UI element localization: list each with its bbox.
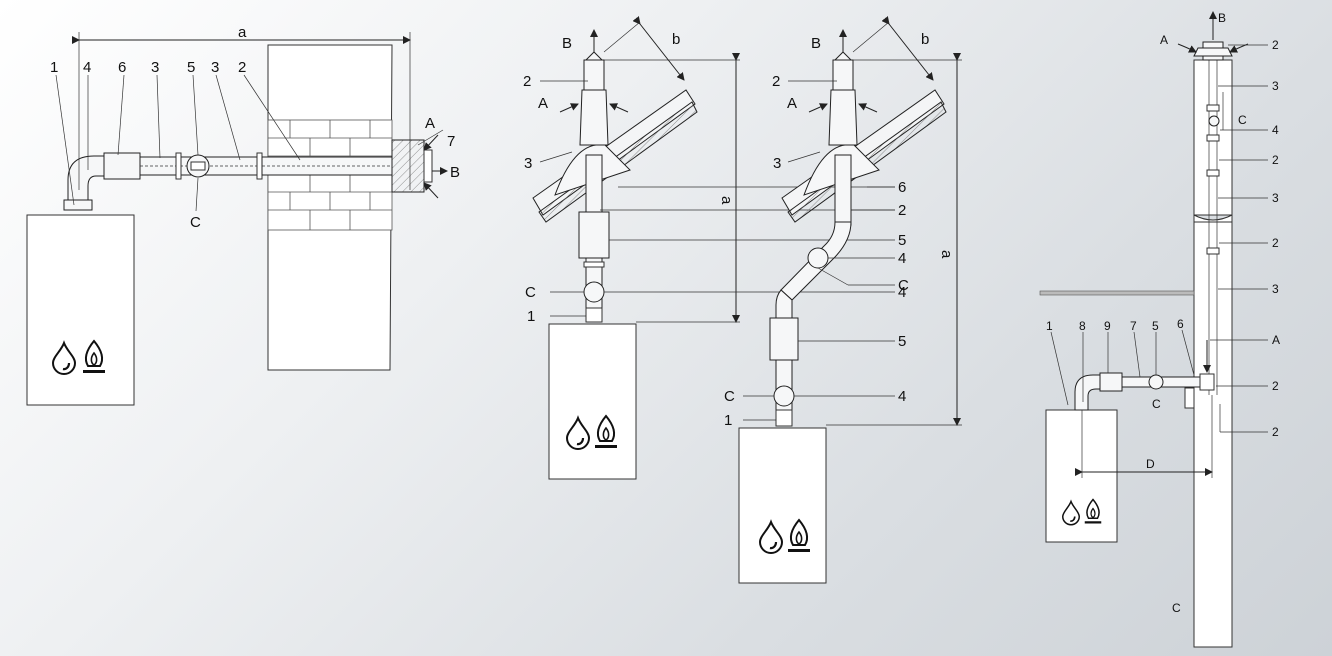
right-label-3b: 3 xyxy=(1272,191,1279,205)
label-5: 5 xyxy=(1152,319,1159,333)
label-B: B xyxy=(450,164,460,181)
label-A: A xyxy=(787,95,797,112)
label-4: 4 xyxy=(83,59,91,76)
dim-label-D: D xyxy=(1146,457,1155,471)
label-5: 5 xyxy=(898,333,906,350)
label-7: 7 xyxy=(447,133,455,150)
label-C: C xyxy=(525,284,536,301)
label-2: 2 xyxy=(238,59,246,76)
right-label-2c: 2 xyxy=(1272,236,1279,250)
label-2: 2 xyxy=(523,73,531,90)
label-4: 4 xyxy=(898,284,906,301)
roof-terminal xyxy=(579,89,609,146)
dim-label-b: b xyxy=(921,31,929,48)
label-B: B xyxy=(562,35,572,52)
label-3b: 3 xyxy=(211,59,219,76)
shaft-lower xyxy=(1193,221,1233,648)
label-6: 6 xyxy=(898,179,906,196)
label-2b: 2 xyxy=(898,202,906,219)
label-3: 3 xyxy=(773,155,781,172)
dim-label-a: a xyxy=(718,196,735,205)
label-B: B xyxy=(811,35,821,52)
boiler-body xyxy=(548,323,637,480)
diagram-horizontal-wall: a 1 4 6 3 5 3 2 A 7 B C xyxy=(26,24,460,406)
boiler-body xyxy=(1045,409,1118,543)
dimension-b xyxy=(632,16,685,81)
label-7: 7 xyxy=(1130,319,1137,333)
label-C-bottom: C xyxy=(1172,601,1181,615)
dim-label-a: a xyxy=(938,250,955,259)
right-label-2: 2 xyxy=(1272,38,1279,52)
label-6: 6 xyxy=(1177,317,1184,331)
label-1: 1 xyxy=(724,412,732,429)
diagram-offset-roof: a b B 2 A 3 4 C 5 C 4 1 xyxy=(724,16,962,584)
right-label-3: 3 xyxy=(1272,79,1279,93)
label-3: 3 xyxy=(151,59,159,76)
boiler-body xyxy=(738,427,827,584)
roof-terminal xyxy=(828,89,858,146)
label-5: 5 xyxy=(187,59,195,76)
label-5: 5 xyxy=(898,232,906,249)
label-C: C xyxy=(1152,397,1161,411)
label-1: 1 xyxy=(50,59,58,76)
pipe-section xyxy=(103,152,141,180)
right-label-2b: 2 xyxy=(1272,153,1279,167)
label-A: A xyxy=(1160,33,1168,47)
label-9: 9 xyxy=(1104,319,1111,333)
label-A: A xyxy=(425,115,435,132)
dim-label-b: b xyxy=(672,31,680,48)
label-1: 1 xyxy=(1046,319,1053,333)
label-2: 2 xyxy=(772,73,780,90)
wall-terminal xyxy=(391,139,425,193)
right-label-2d: 2 xyxy=(1272,379,1279,393)
roof xyxy=(781,89,945,216)
label-A: A xyxy=(538,95,548,112)
dimension-b xyxy=(881,16,934,81)
right-label-3c: 3 xyxy=(1272,282,1279,296)
right-label-2e: 2 xyxy=(1272,425,1279,439)
right-label-A: A xyxy=(1272,333,1280,347)
label-B: B xyxy=(1218,11,1226,25)
right-label-C: C xyxy=(1238,113,1247,127)
right-label-4: 4 xyxy=(1272,123,1279,137)
label-6: 6 xyxy=(118,59,126,76)
label-8: 8 xyxy=(1079,319,1086,333)
label-C: C xyxy=(898,277,909,294)
label-1: 1 xyxy=(527,308,535,325)
label-4: 4 xyxy=(898,250,906,267)
boiler-connector xyxy=(63,199,93,211)
diagram-chimney-shaft: D B A 2 3 C 4 2 3 2 xyxy=(1039,11,1280,648)
inspection-port xyxy=(583,281,605,303)
dim-label: a xyxy=(238,24,247,41)
label-C: C xyxy=(190,214,201,231)
label-4b: 4 xyxy=(898,388,906,405)
diagram-vertical-roof: a b B 2 A 3 6 2 5 C 4 1 xyxy=(523,16,906,480)
inspection-port xyxy=(807,247,829,269)
ceiling xyxy=(1039,290,1195,296)
label-Cb: C xyxy=(724,388,735,405)
label-3: 3 xyxy=(524,155,532,172)
roof xyxy=(532,89,696,216)
boiler-body xyxy=(26,214,135,406)
